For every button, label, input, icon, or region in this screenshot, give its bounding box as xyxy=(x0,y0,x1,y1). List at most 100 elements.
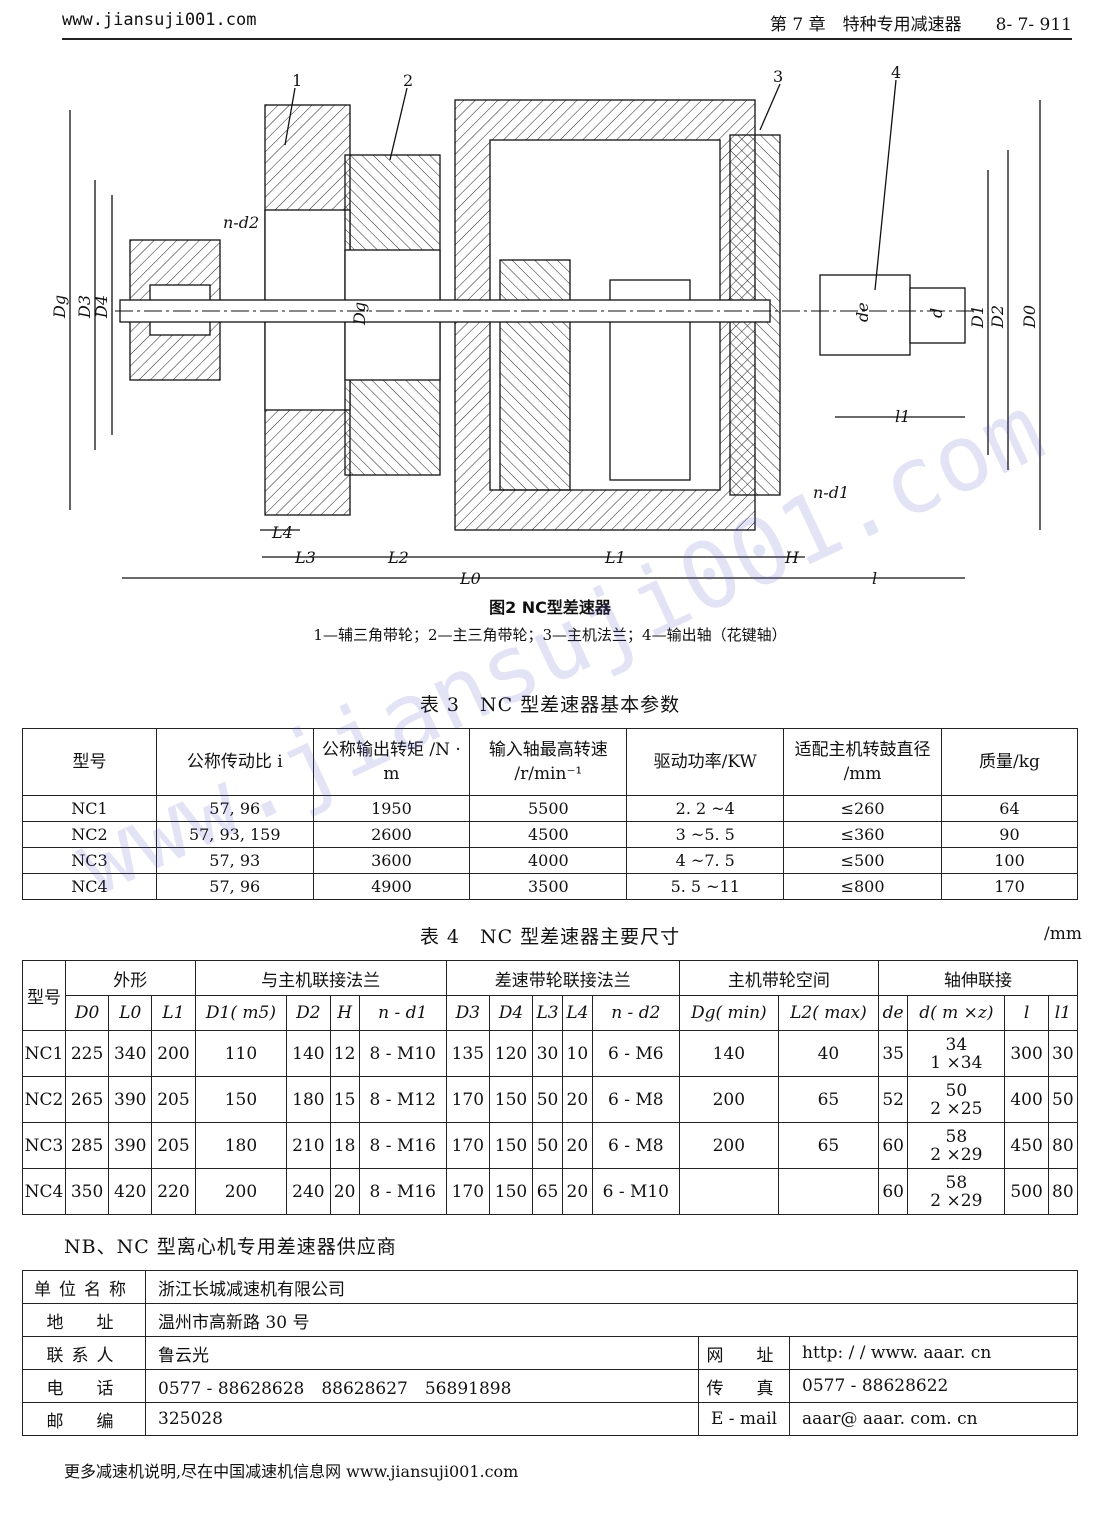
table4-sub-header: L3 xyxy=(532,995,563,1031)
table4-cell: NC3 xyxy=(22,1122,66,1169)
part-label-2: 2 xyxy=(403,71,413,90)
table3-cell: 4900 xyxy=(312,873,471,900)
page-header: www.jiansuji001.com 第 7 章 特种专用减速器 8- 7- … xyxy=(62,6,1072,40)
table4-cell: 80 xyxy=(1047,1168,1079,1215)
part-label-1: 1 xyxy=(292,71,302,90)
table4-cell: 240 xyxy=(286,1168,331,1215)
table4-cell: 20 xyxy=(561,1122,593,1169)
table4-cell: 120 xyxy=(488,1030,534,1077)
table4-group-header: 型号 xyxy=(22,960,66,1031)
table4-cell: 340 xyxy=(108,1030,153,1077)
table4-cell: NC2 xyxy=(22,1076,66,1123)
table4-cell: 12 xyxy=(329,1030,360,1077)
table4-cell: 180 xyxy=(286,1076,331,1123)
table4-cell: 390 xyxy=(108,1076,153,1123)
table4-cell: 265 xyxy=(64,1076,110,1123)
table4-cell: 420 xyxy=(108,1168,153,1215)
table4-cell: 150 xyxy=(488,1168,534,1215)
part-label-4: 4 xyxy=(891,63,901,82)
table3-cell: ≤360 xyxy=(783,821,942,848)
table4-cell: 10 xyxy=(561,1030,593,1077)
dim-nd1: n-d1 xyxy=(813,483,849,502)
company-value: 浙江长城减速机有限公司 xyxy=(145,1270,1078,1304)
table4-group-header: 与主机联接法兰 xyxy=(194,960,447,996)
table3-header: 驱动功率/KW xyxy=(626,728,785,796)
table4-cell: NC1 xyxy=(22,1030,66,1077)
table4-cell: 285 xyxy=(64,1122,110,1169)
table4-cell: 20 xyxy=(561,1076,593,1123)
table4-sub-header: n - d2 xyxy=(591,995,680,1031)
table4-cell: 6 - M10 xyxy=(591,1168,680,1215)
dim-D1: D1 xyxy=(968,305,987,329)
table3-cell: 57, 93, 159 xyxy=(155,821,314,848)
table4-group-header: 外形 xyxy=(65,960,196,996)
table4-cell: 150 xyxy=(488,1122,534,1169)
table3-cell: 2600 xyxy=(312,821,471,848)
table4-cell: 150 xyxy=(488,1076,534,1123)
table4-cell: 135 xyxy=(445,1030,490,1077)
web-value: http: / / www. aaar. cn xyxy=(789,1336,1078,1370)
fax-label: 传 真 xyxy=(698,1369,790,1403)
table4-cell: 170 xyxy=(445,1076,490,1123)
figure-legend: 1—辅三角带轮；2—主三角带轮；3—主机法兰；4—输出轴（花键轴） xyxy=(313,626,787,644)
table4-group-header: 轴伸联接 xyxy=(878,960,1078,996)
table4-cell: 6 - M8 xyxy=(591,1076,680,1123)
table4-cell: 8 - M12 xyxy=(358,1076,447,1123)
table4-cell: 200 xyxy=(678,1122,779,1169)
table4-sub-header: L2( max) xyxy=(777,995,880,1031)
web-label: 网 址 xyxy=(698,1336,790,1370)
differential-drawing: 1 2 3 4 Dg D3 D4 Dg de d D1 D2 D0 n-d2 n… xyxy=(50,63,1041,588)
table4-cell: 200 xyxy=(151,1030,196,1077)
table4-cell: 110 xyxy=(194,1030,288,1077)
table4-cell xyxy=(777,1168,880,1215)
email-value: aaar@ aaar. com. cn xyxy=(789,1402,1078,1436)
dim-D4: D4 xyxy=(92,295,111,319)
dim-l: l xyxy=(872,569,877,588)
contact-value: 鲁云光 xyxy=(145,1336,699,1370)
table4-cell: 500 xyxy=(1004,1168,1049,1215)
table4-cell: 50 xyxy=(532,1076,563,1123)
table3-cell: 5. 5 ~11 xyxy=(626,873,785,900)
page-footer: 更多减速机说明,尽在中国减速机信息网 www.jiansuji001.com xyxy=(64,1462,519,1481)
dim-Dg-inner: Dg xyxy=(350,302,369,326)
table4-cell: 52 xyxy=(878,1076,909,1123)
table4-cell: 50 2 ×25 xyxy=(907,1076,1006,1123)
table3-cell: 4000 xyxy=(469,847,628,874)
table4-cell: 6 - M8 xyxy=(591,1122,680,1169)
dim-L1: L1 xyxy=(604,548,626,567)
dim-d: d xyxy=(927,308,946,318)
table4-cell: 205 xyxy=(151,1122,196,1169)
table4-cell: 140 xyxy=(678,1030,779,1077)
table4-sub-header: L0 xyxy=(108,995,153,1031)
table3-header: 质量/kg xyxy=(940,728,1079,796)
address-label: 地 址 xyxy=(22,1303,146,1337)
table4-cell: 30 xyxy=(1047,1030,1079,1077)
table4-cell: 150 xyxy=(194,1076,288,1123)
table4-cell: NC4 xyxy=(22,1168,66,1215)
figure-caption: 图2 NC型差速器 xyxy=(489,598,611,617)
table3-header: 适配主机转鼓直径 /mm xyxy=(783,728,942,796)
table4-cell: 20 xyxy=(329,1168,360,1215)
table4-sub-header: D1( m5) xyxy=(194,995,288,1031)
table4-cell: 180 xyxy=(194,1122,288,1169)
table4-cell: 80 xyxy=(1047,1122,1079,1169)
table4-cell: 50 xyxy=(1047,1076,1079,1123)
table4-sub-header: H xyxy=(329,995,360,1031)
phone-label: 电 话 xyxy=(22,1369,146,1403)
table3-cell: 3500 xyxy=(469,873,628,900)
table4-cell: 15 xyxy=(329,1076,360,1123)
table3-cell: 64 xyxy=(940,795,1079,822)
table3-cell: NC4 xyxy=(22,873,157,900)
table4-cell: 58 2 ×29 xyxy=(907,1122,1006,1169)
dim-L3: L3 xyxy=(294,548,316,567)
table3-cell: 2. 2 ~4 xyxy=(626,795,785,822)
table4-sub-header: D2 xyxy=(286,995,331,1031)
table4-sub-header: l xyxy=(1004,995,1049,1031)
table4-cell: 205 xyxy=(151,1076,196,1123)
dim-D2: D2 xyxy=(988,305,1007,329)
table4-sub-header: Dg( min) xyxy=(678,995,779,1031)
